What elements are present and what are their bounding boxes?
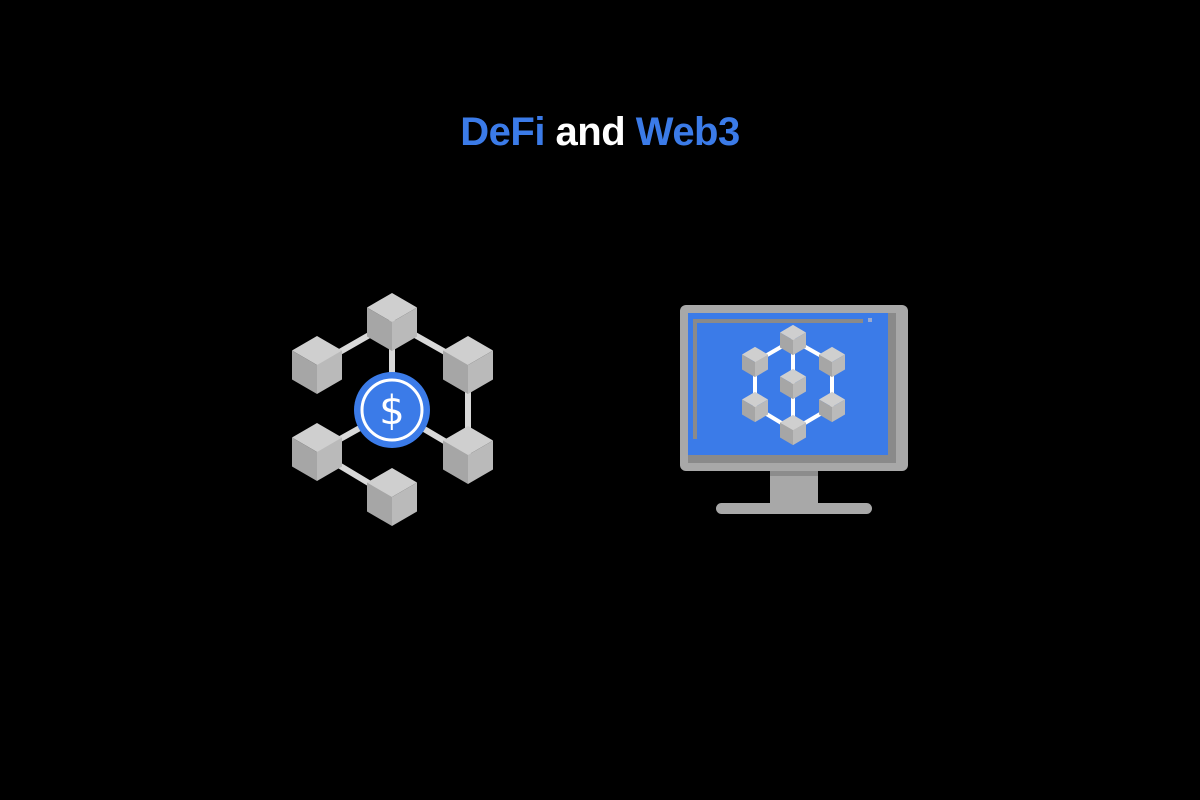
web3-monitor-icon <box>680 305 908 514</box>
cube-icon <box>367 293 417 351</box>
cube-icon <box>292 336 342 394</box>
cube-icon <box>742 346 768 378</box>
title-and: and <box>544 110 636 154</box>
cube-icon <box>780 368 806 400</box>
title-web3: Web3 <box>635 110 740 154</box>
defi-network-icon: $ <box>292 293 493 526</box>
cube-icon <box>443 336 493 394</box>
dollar-coin-icon: $ <box>354 372 430 448</box>
cube-icon <box>292 423 342 481</box>
coin-symbol: $ <box>379 388 404 434</box>
cube-icon <box>780 414 806 446</box>
cube-icon <box>780 324 806 356</box>
cube-icon <box>742 391 768 423</box>
monitor-base <box>716 503 872 514</box>
title-defi: DeFi <box>460 110 545 154</box>
cube-icon <box>443 426 493 484</box>
cube-icon <box>819 346 845 378</box>
page-title: DeFi and Web3 <box>0 110 1200 155</box>
cube-icon <box>819 391 845 423</box>
cube-icon <box>367 468 417 526</box>
